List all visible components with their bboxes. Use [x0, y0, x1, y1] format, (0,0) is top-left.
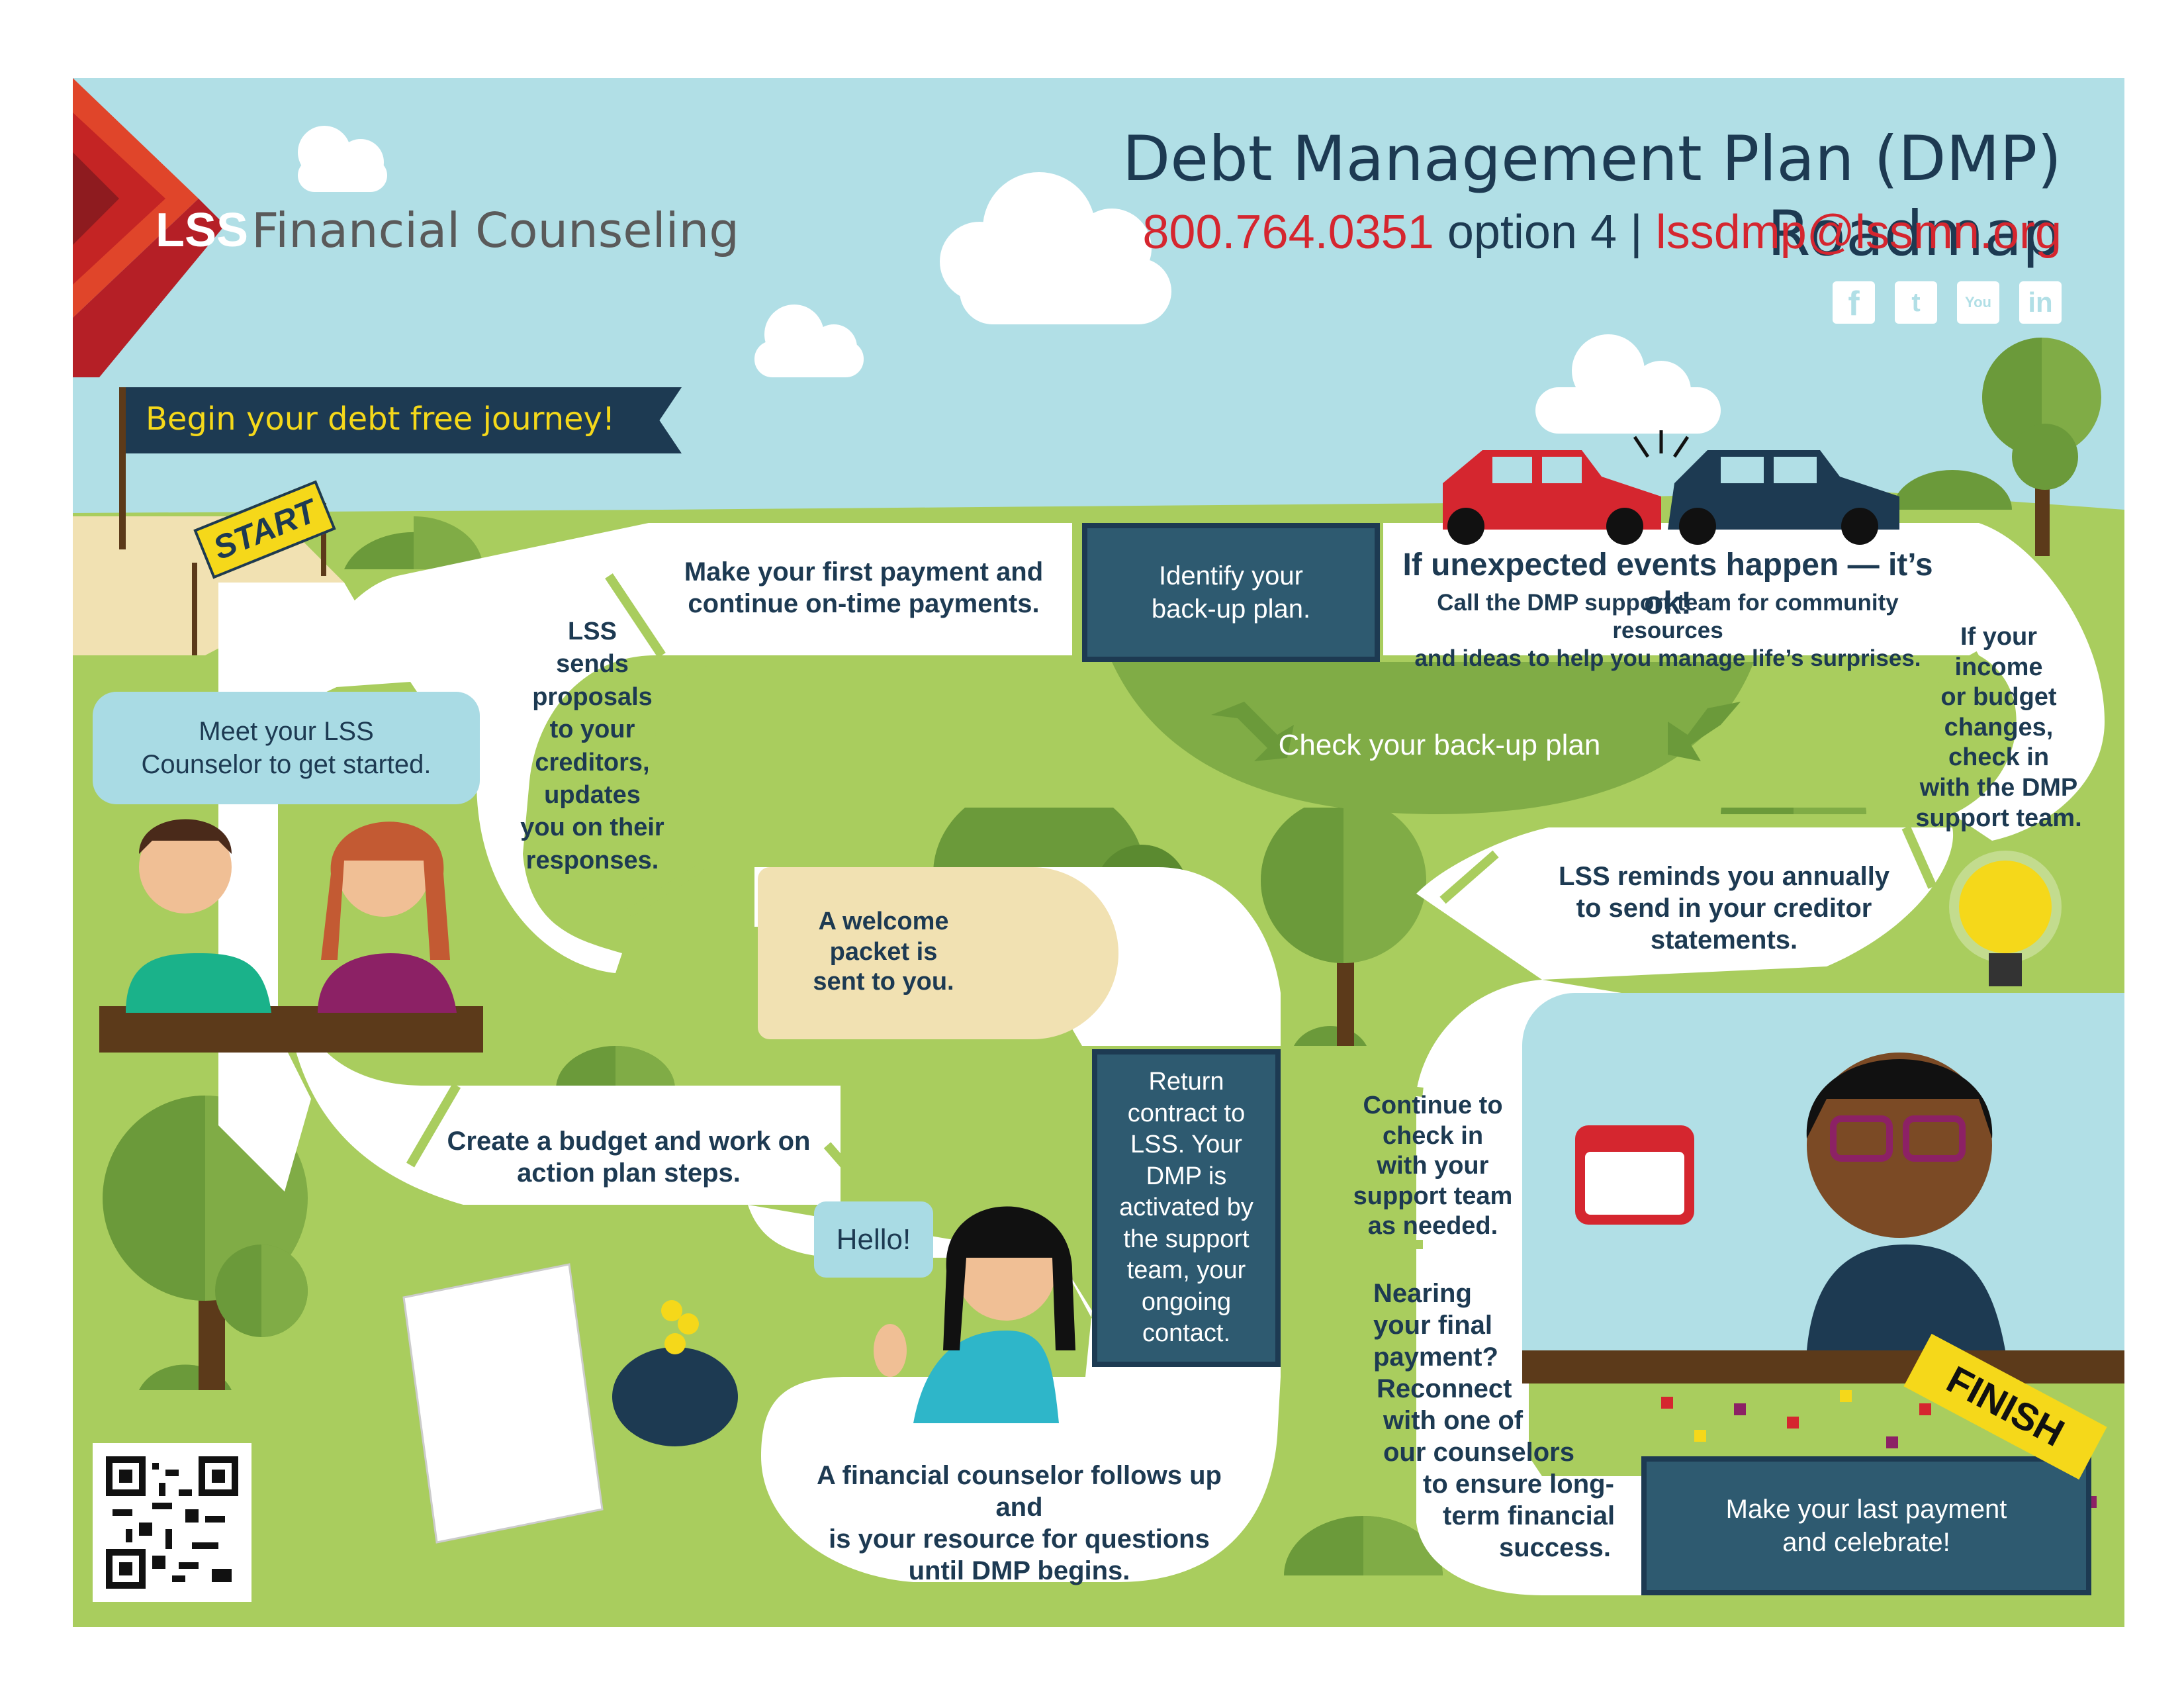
contact-line: 800.764.0351 option 4 | lssdmp@lssmn.org: [986, 204, 2062, 261]
hello-text: Hello!: [836, 1223, 911, 1256]
email-link[interactable]: lssdmp@lssmn.org: [1655, 206, 2062, 259]
youtube-icon[interactable]: You: [1957, 281, 1999, 324]
twitter-icon[interactable]: t: [1895, 281, 1937, 324]
journey-banner-label: Begin your debt free journey!: [146, 400, 615, 438]
journey-banner: Begin your debt free journey!: [126, 387, 682, 453]
linkedin-icon[interactable]: in: [2019, 281, 2062, 324]
check-backup-label: Check your back-up plan: [1278, 729, 1601, 761]
budget-step: Create a budget and work on action plan …: [447, 1127, 811, 1188]
hello-bubble: Hello!: [814, 1201, 933, 1278]
unexpected-events-body: Call the DMP support team for community …: [1414, 590, 1921, 671]
page-title: Debt Management Plan (DMP) Roadmap: [1122, 123, 2062, 270]
facebook-icon[interactable]: f: [1833, 281, 1875, 324]
qr-code[interactable]: [93, 1443, 251, 1602]
social-icons: f t You in: [1820, 281, 2062, 328]
meet-counselor-text: Meet your LSS Counselor to get started.: [141, 717, 432, 779]
brand-name: Financial Counseling: [251, 203, 739, 258]
qr-code-pattern: [106, 1456, 238, 1589]
meet-counselor-bubble: Meet your LSS Counselor to get started.: [93, 692, 480, 804]
unexpected-events-title: If unexpected events happen — it’s ok!: [1402, 547, 1933, 621]
phone-option: option 4 |: [1433, 206, 1656, 259]
nearing-final-step: Nearing your final payment? Reconnect wi…: [1373, 1279, 1615, 1562]
phone-link[interactable]: 800.764.0351: [1142, 206, 1434, 259]
brand-short: LSS: [156, 204, 249, 257]
